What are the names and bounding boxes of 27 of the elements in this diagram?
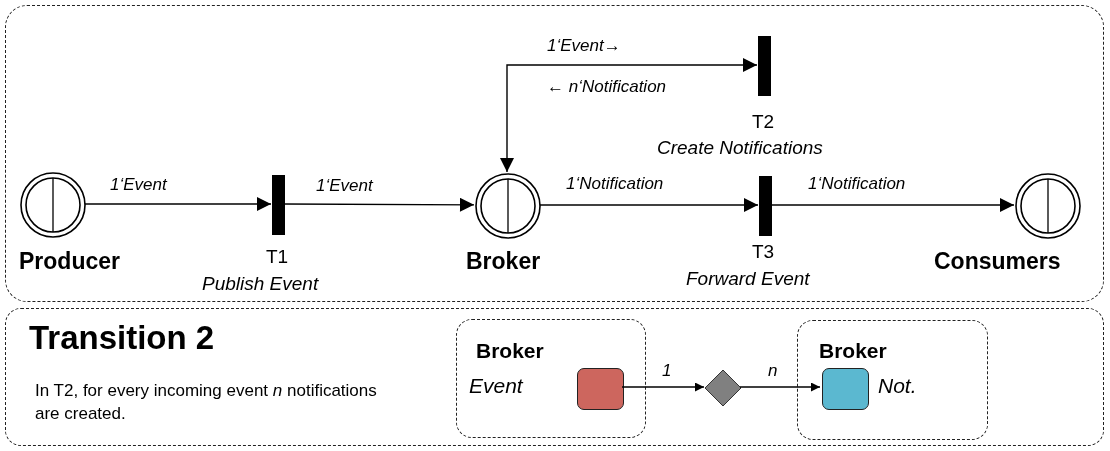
arrow xyxy=(84,197,272,211)
arrow xyxy=(283,197,475,212)
transition-name: Forward Event xyxy=(686,268,810,290)
token-square xyxy=(822,368,869,410)
transition-id: T1 xyxy=(266,246,289,268)
transition-name: Create Notifications xyxy=(657,137,823,159)
arrow xyxy=(500,58,758,173)
dashed-panel xyxy=(5,308,1104,446)
place-name: Consumers xyxy=(934,248,1061,275)
place-name: Broker xyxy=(819,339,887,364)
dashed-panel xyxy=(797,320,988,440)
place-name: Producer xyxy=(19,248,120,275)
description: In T2, for every incoming event n notifications are created. xyxy=(35,380,378,425)
token-type: Event xyxy=(469,374,523,399)
place-name: Broker xyxy=(476,339,544,364)
arrow xyxy=(739,382,821,392)
transition-name: Publish Event xyxy=(202,273,319,295)
token-square xyxy=(577,368,624,410)
token-type: Not. xyxy=(878,374,917,399)
transition-id: T3 xyxy=(752,241,775,263)
place-name: Broker xyxy=(466,248,541,275)
section-heading: Transition 2 xyxy=(29,319,215,357)
transition-id: T2 xyxy=(752,111,775,133)
arrow xyxy=(621,382,705,392)
arrow xyxy=(770,198,1015,212)
arrow xyxy=(539,198,759,212)
dashed-panel xyxy=(456,319,646,438)
